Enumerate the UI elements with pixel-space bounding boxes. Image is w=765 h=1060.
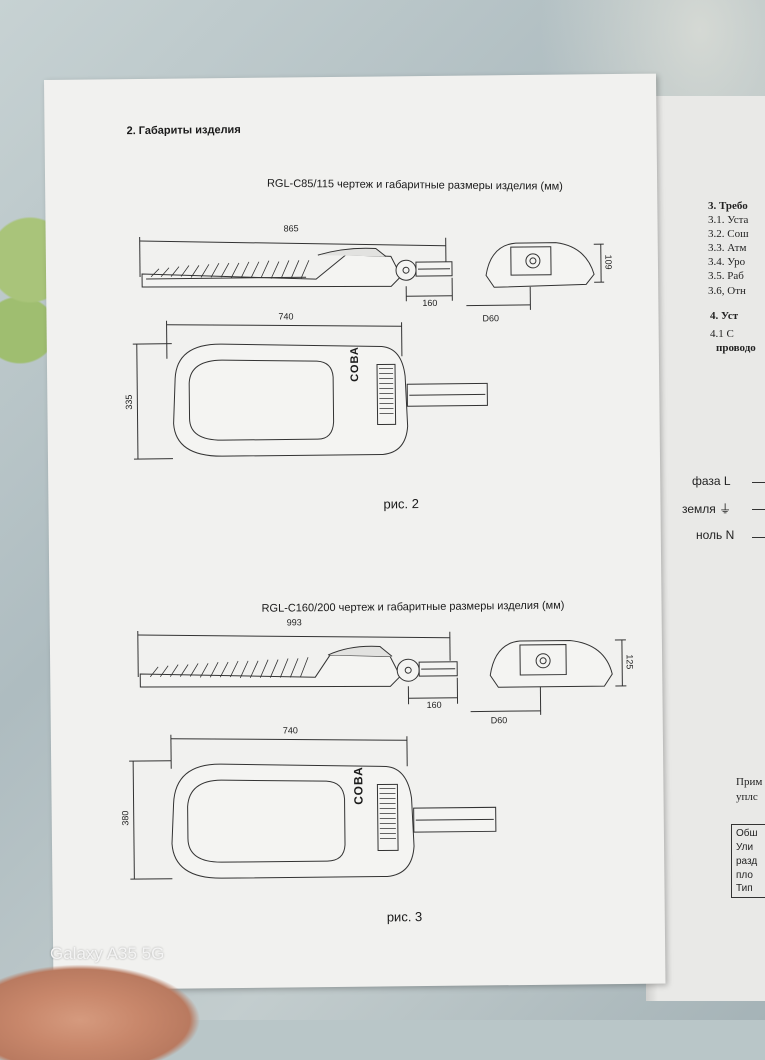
fig2-height-label: 125 <box>625 654 635 669</box>
wire-line-2 <box>752 509 765 510</box>
figure2-end-view <box>470 640 627 716</box>
fig1-logo: СОВА <box>349 346 361 382</box>
finger <box>0 960 210 1060</box>
wiring-phase: фаза L <box>692 474 731 488</box>
figure2-label: рис. 3 <box>387 909 423 924</box>
figure1-label: рис. 2 <box>383 496 419 511</box>
box-line-1: Обш <box>736 828 758 839</box>
wire-line-1 <box>752 482 765 483</box>
item-3-3: 3.3. Атм <box>708 242 746 254</box>
note-line-1: Прим <box>736 776 762 788</box>
fig2-logo: СОВА <box>351 766 365 805</box>
item-3-4: 3.4. Уро <box>708 256 745 268</box>
section-3-heading: 3. Требо <box>708 200 748 212</box>
figure1-side-view <box>140 234 453 304</box>
camera-watermark: Galaxy A35 5G <box>50 944 164 964</box>
fig2-length-label: 993 <box>287 617 302 627</box>
item-3-1: 3.1. Уста <box>708 214 748 226</box>
left-page: 2. Габариты изделия RGL-C85/115 чертеж и… <box>44 74 665 990</box>
info-box: Обш Ули разд пло Тип <box>731 824 765 898</box>
fig2-diameter-label: D60 <box>491 715 508 725</box>
item-3-5: 3.5. Раб <box>708 270 744 282</box>
box-line-5: Тип <box>736 883 753 894</box>
fig1-length-label: 865 <box>284 223 299 233</box>
fig1-width-label: 335 <box>124 395 134 410</box>
wiring-neutral: ноль N <box>696 528 734 542</box>
wiring-earth: земля ⏚ <box>682 500 731 517</box>
item-3-2: 3.2. Сош <box>708 228 749 240</box>
box-line-2: Ули <box>736 842 753 853</box>
box-line-3: разд <box>736 856 757 867</box>
fig1-diameter-label: D60 <box>482 313 499 323</box>
fig2-top-length-label: 740 <box>283 725 298 735</box>
figure1-top-view <box>133 317 488 459</box>
fig2-bracket-label: 160 <box>427 700 442 710</box>
figure1-end-view <box>466 242 605 310</box>
section-4-heading: 4. Уст <box>710 310 738 322</box>
fig1-height-label: 109 <box>603 255 613 270</box>
note-line-2: уплс <box>736 791 758 803</box>
fig1-top-length-label: 740 <box>278 311 293 321</box>
figure2-side-view <box>138 628 458 707</box>
item-4-1: 4.1 С <box>710 328 734 340</box>
fig1-bracket-label: 160 <box>422 298 437 308</box>
wire-line-3 <box>752 537 765 538</box>
box-line-4: пло <box>736 870 753 881</box>
figure2-top-view <box>129 731 496 879</box>
item-3-6: 3.6, Отн <box>708 285 746 297</box>
technical-drawings <box>44 74 665 990</box>
fig2-width-label: 380 <box>120 811 130 826</box>
wire-line-text: проводо <box>716 342 756 354</box>
